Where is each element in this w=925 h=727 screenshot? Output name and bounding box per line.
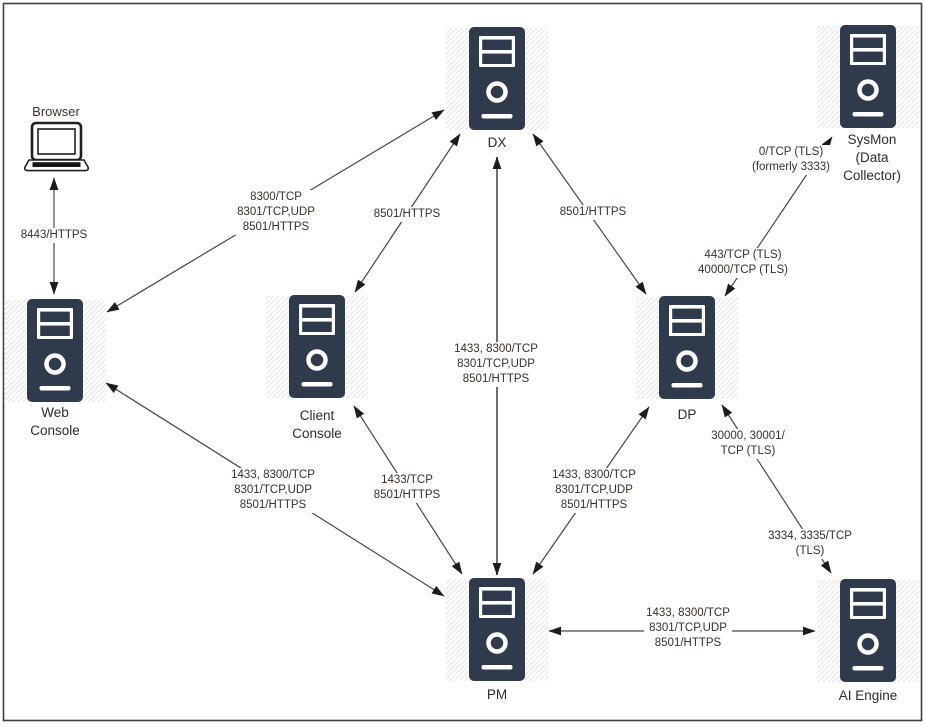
edge-label-dx-dp: 8501/HTTPS — [557, 205, 629, 220]
node-label-dp: DP — [677, 407, 697, 422]
edge-label-dp-sysmon-upper: 0/TCP (TLS) (formerly 3333) — [750, 145, 832, 175]
edge-label-pm-dp: 1433, 8300/TCP 8301/TCP,UDP 8501/HTTPS — [550, 468, 638, 513]
server-icon-sysmon — [840, 25, 896, 128]
edge-label-dp-sysmon-lower: 443/TCP (TLS) 40000/TCP (TLS) — [696, 248, 790, 278]
edge-label-clientconsole-dx: 8501/HTTPS — [371, 207, 443, 222]
server-icon-web-console — [27, 299, 83, 402]
edge-label-browser-webconsole: 8443/HTTPS — [18, 228, 90, 243]
edge-label-dx-pm: 1433, 8300/TCP 8301/TCP,UDP 8501/HTTPS — [452, 342, 540, 387]
node-label-web-console: Web Console — [30, 405, 80, 438]
server-icon-ai-engine — [840, 579, 896, 682]
edge-label-webconsole-pm: 1433, 8300/TCP 8301/TCP,UDP 8501/HTTPS — [229, 468, 317, 513]
edge-label-clientconsole-pm: 1433/TCP 8501/HTTPS — [371, 473, 443, 503]
server-icon-client-console — [289, 295, 345, 398]
server-icon-dp — [659, 296, 715, 399]
edge-label-dp-ai-upper: 30000, 30001/ TCP (TLS) — [709, 429, 787, 459]
node-label-ai-engine: AI Engine — [838, 688, 898, 703]
server-icon-dx — [469, 27, 525, 130]
edge-label-pm-ai: 1433, 8300/TCP 8301/TCP,UDP 8501/HTTPS — [644, 606, 732, 651]
node-label-pm: PM — [486, 687, 508, 702]
server-icon-pm — [469, 578, 525, 681]
edge-label-webconsole-dx: 8300/TCP 8301/TCP,UDP 8501/HTTPS — [235, 190, 317, 235]
node-label-dx: DX — [487, 135, 507, 150]
node-label-sysmon: SysMon (Data Collector) — [843, 132, 901, 183]
node-label-client-console: Client Console — [292, 408, 342, 441]
edge-label-dp-ai-lower: 3334, 3335/TCP (TLS) — [766, 529, 854, 559]
node-label-browser: Browser — [32, 104, 80, 119]
laptop-icon — [23, 121, 90, 172]
